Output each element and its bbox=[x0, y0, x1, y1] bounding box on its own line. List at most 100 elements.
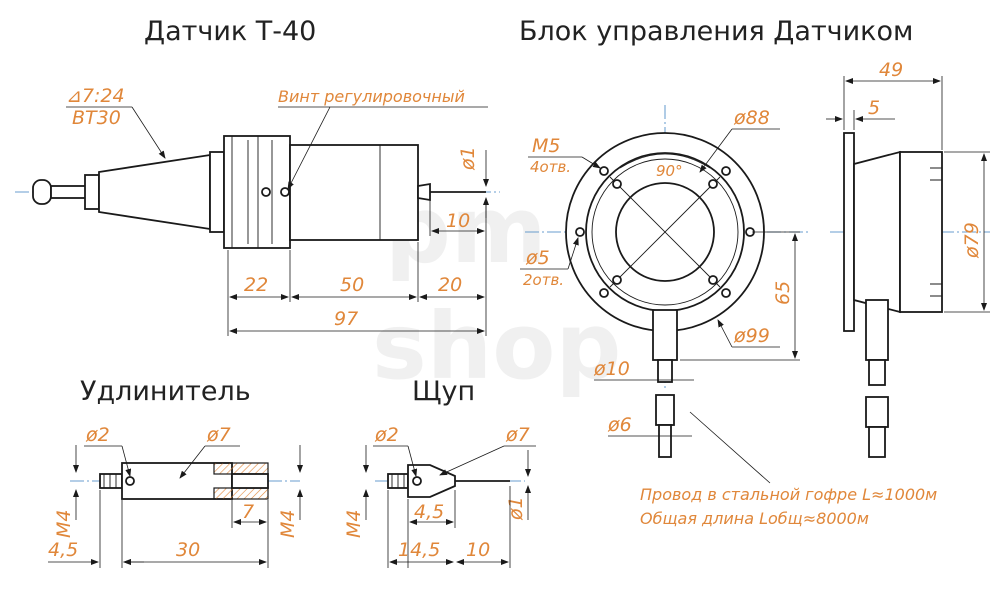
h65-label: 65 bbox=[772, 281, 794, 305]
dim-97: 97 bbox=[334, 308, 358, 330]
dim-22: 22 bbox=[244, 274, 268, 296]
cable-note-1: Провод в стальной гофре L≈1000м bbox=[640, 485, 937, 504]
ext-m4-right: M4 bbox=[277, 510, 299, 538]
probe-drawing: ø2 ø7 M4 4,5 ø1 14,5 10 bbox=[343, 424, 536, 568]
control-unit-side: 49 5 ø79 bbox=[826, 59, 990, 458]
probe-len-45: 4,5 bbox=[414, 501, 444, 523]
cable-gland bbox=[652, 309, 678, 361]
cable-wire bbox=[658, 424, 672, 458]
taper-type-label: ВТ30 bbox=[72, 107, 121, 129]
d10-label: ø10 bbox=[593, 358, 630, 380]
pull-stud-collar bbox=[84, 174, 100, 210]
sensor-body bbox=[289, 144, 419, 241]
dim-50: 50 bbox=[340, 274, 364, 296]
extender-thread-lines bbox=[103, 474, 117, 488]
flange-grooves bbox=[231, 136, 273, 248]
probe-m4-label: M4 bbox=[343, 510, 365, 538]
d5-hole-1 bbox=[575, 227, 585, 237]
cable-stub bbox=[657, 359, 673, 383]
d6-label: ø6 bbox=[607, 414, 632, 436]
pull-stud-head bbox=[32, 179, 52, 205]
side-flange bbox=[843, 132, 855, 332]
d99-label: ø99 bbox=[733, 325, 770, 347]
inner-hole-2 bbox=[708, 179, 718, 189]
watermark-line2: shop bbox=[372, 293, 621, 400]
taper-cone bbox=[98, 153, 211, 231]
w49-label: 49 bbox=[879, 59, 903, 81]
ext-d7-label: ø7 bbox=[206, 424, 231, 446]
m5-hole-3 bbox=[599, 288, 609, 298]
probe-len-145: 14,5 bbox=[398, 539, 440, 561]
taper-leader bbox=[131, 106, 166, 159]
dim-20: 20 bbox=[438, 274, 462, 296]
side-body bbox=[899, 151, 943, 313]
probe-d7-leader bbox=[439, 445, 505, 476]
side-stub bbox=[868, 359, 886, 386]
ext-d2-label: ø2 bbox=[85, 424, 110, 446]
inner-ring-circle bbox=[591, 158, 739, 306]
w5-label: 5 bbox=[868, 97, 880, 119]
side-details bbox=[930, 167, 942, 297]
probe-d7-label: ø7 bbox=[505, 424, 530, 446]
extender-hatch-bottom bbox=[213, 487, 269, 500]
title-probe: Щуп bbox=[412, 376, 475, 407]
title-extender: Удлинитель bbox=[80, 376, 251, 407]
diag-2 bbox=[609, 176, 721, 288]
tip-diameter-dim: ø1 bbox=[457, 146, 479, 171]
probe-pin-hole bbox=[412, 476, 422, 486]
m5-hole-4 bbox=[721, 288, 731, 298]
extender-drawing: ø2 ø7 M4 M4 7 4,5 30 bbox=[48, 424, 303, 568]
screw-label: Винт регулировочный bbox=[278, 87, 465, 106]
angle-label: 90° bbox=[656, 162, 683, 180]
ext-len-7: 7 bbox=[242, 501, 254, 523]
probe-len-10: 10 bbox=[466, 539, 490, 561]
screw-hole-1 bbox=[261, 187, 271, 197]
sensor-drawing: ⊿7:24 ВТ30 Винт регулировочный ø1 10 22 … bbox=[15, 85, 500, 336]
ext-d7-leader bbox=[179, 445, 206, 479]
d5-holes-label: 2отв. bbox=[523, 271, 564, 289]
tip-length-dim: 10 bbox=[446, 210, 470, 232]
inner-hole-1 bbox=[612, 179, 622, 189]
title-sensor: Датчик Т-40 bbox=[144, 16, 316, 47]
probe-d2-leader bbox=[407, 445, 418, 477]
cable-note-leader bbox=[689, 411, 771, 484]
probe-d2-label: ø2 bbox=[374, 424, 399, 446]
ext-m4-left: M4 bbox=[53, 510, 75, 538]
d99-leader bbox=[717, 319, 733, 348]
ext-d2-leader bbox=[121, 445, 132, 477]
m5-holes-label: 4отв. bbox=[530, 158, 571, 176]
screw-leader bbox=[287, 106, 331, 190]
extender-hatch-top bbox=[213, 462, 269, 475]
d79-label: ø79 bbox=[961, 222, 983, 259]
side-wire bbox=[868, 426, 886, 458]
side-gland bbox=[865, 299, 889, 361]
screw-hole-2 bbox=[280, 187, 290, 197]
watermark: pm shop bbox=[372, 177, 621, 400]
extender-pin-hole bbox=[125, 476, 135, 486]
m5-hole-2 bbox=[721, 166, 731, 176]
cable-connector bbox=[655, 394, 675, 426]
m5-hole-1 bbox=[599, 166, 609, 176]
control-unit-front: M5 4отв. 90° ø88 ø5 2отв. 65 ø99 ø10 ø6 … bbox=[520, 105, 937, 528]
taper-ratio-label: ⊿7:24 bbox=[66, 85, 125, 107]
d5-leader bbox=[567, 237, 579, 270]
pull-stud-neck bbox=[50, 185, 88, 199]
extender-thread bbox=[99, 473, 123, 489]
tip-cone bbox=[417, 182, 431, 202]
d88-leader bbox=[699, 128, 733, 173]
probe-thread-lines bbox=[391, 474, 405, 488]
ext-len-45: 4,5 bbox=[48, 539, 78, 561]
inner-hole-4 bbox=[708, 275, 718, 285]
angle-arc bbox=[619, 153, 711, 169]
m5-label: M5 bbox=[532, 135, 560, 157]
side-neck bbox=[853, 150, 901, 314]
probe-d1-label: ø1 bbox=[505, 496, 527, 521]
d5-label: ø5 bbox=[525, 247, 550, 269]
title-control-unit: Блок управления Датчиком bbox=[519, 16, 913, 47]
taper-ring bbox=[209, 151, 225, 233]
inner-hole-3 bbox=[612, 275, 622, 285]
d88-label: ø88 bbox=[733, 107, 770, 129]
extender-bore bbox=[231, 473, 269, 489]
cable-note-2: Общая длина Lобщ≈8000м bbox=[640, 509, 869, 528]
